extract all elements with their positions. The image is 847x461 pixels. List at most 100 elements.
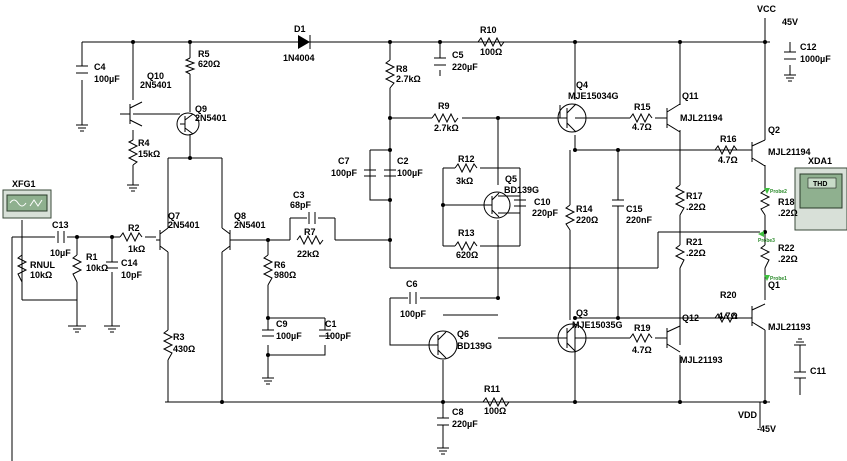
q1-value: MJL21193 [768, 322, 811, 332]
r13-symbol [454, 240, 478, 252]
c15-symbol [612, 199, 624, 222]
d1-diode-symbol [298, 35, 311, 49]
r21-value: .22Ω [686, 248, 706, 258]
vdd-voltage-label: -45V [757, 424, 776, 434]
c5-ref: C5 [452, 50, 464, 60]
r14-ref: R14 [576, 204, 593, 214]
junction-dots [75, 40, 767, 404]
r12-symbol [454, 162, 478, 174]
r15-symbol [629, 112, 653, 124]
c12-ref: C12 [800, 42, 817, 52]
xfg1-function-generator[interactable] [2, 189, 52, 219]
r3-symbol [162, 329, 174, 361]
r19-ref: R19 [634, 323, 651, 333]
r16-value: 4.7Ω [718, 155, 738, 165]
q12-symbol [665, 325, 681, 353]
r21-ref: R21 [686, 237, 703, 247]
d1-value: 1N4004 [283, 53, 315, 63]
q5-symbol [483, 191, 511, 219]
r14-symbol [564, 204, 576, 231]
r19-symbol [629, 332, 653, 344]
q10-value: 2N5401 [140, 80, 172, 90]
q2-value: MJL21194 [768, 147, 811, 157]
c9-symbol [262, 329, 274, 337]
c15-value: 220nF [626, 215, 653, 225]
q1-symbol [740, 303, 766, 331]
r2-symbol [119, 231, 143, 243]
r8-value: 2.7kΩ [396, 74, 421, 84]
r4-symbol [127, 139, 139, 166]
probe1-icon [764, 275, 770, 281]
c6-value: 100pF [400, 309, 427, 319]
probe1-label: Probe1 [770, 276, 787, 282]
r10-value: 100Ω [480, 47, 502, 57]
r16-symbol [714, 144, 738, 156]
r6-symbol [262, 254, 274, 286]
r8-symbol [384, 59, 396, 89]
resistors [16, 36, 771, 408]
c2-value: 100µF [397, 168, 423, 178]
r2-ref: R2 [128, 223, 140, 233]
rnul-ref: RNUL [30, 260, 55, 270]
c7-symbol [364, 150, 376, 200]
c6-ref: C6 [406, 279, 418, 289]
q4-symbol [557, 103, 587, 133]
c10-symbol [514, 199, 526, 207]
r20-symbol [714, 312, 738, 324]
c4-ref: C4 [94, 62, 106, 72]
c10-value: 220pF [532, 208, 559, 218]
r2-value: 1kΩ [128, 244, 145, 254]
r3-value: 430Ω [173, 344, 195, 354]
c8-ref: C8 [452, 407, 464, 417]
rnul-symbol [16, 254, 28, 283]
vdd-label: VDD [738, 410, 758, 420]
xfg1-label: XFG1 [12, 179, 36, 189]
r10-ref: R10 [480, 25, 497, 35]
q3-value: MJE15035G [572, 320, 623, 330]
q12-ref: Q12 [682, 313, 699, 323]
vcc-voltage-label: 45V [782, 17, 798, 27]
c8-symbol [437, 417, 449, 432]
q3-symbol [557, 323, 587, 353]
c1-symbol [319, 329, 331, 337]
q5-value: BD139G [504, 185, 539, 195]
r8-ref: R8 [396, 64, 408, 74]
r15-value: 4.7Ω [632, 122, 652, 132]
r17-symbol [674, 184, 686, 216]
r9-ref: R9 [438, 101, 450, 111]
r20-ref: R20 [720, 290, 737, 300]
r18-symbol [759, 189, 771, 216]
c15-ref: C15 [626, 204, 643, 214]
r22-ref: R22 [778, 243, 795, 253]
q11-symbol [665, 103, 681, 133]
grounds [71, 74, 806, 455]
q4-ref: Q4 [576, 80, 588, 90]
r1-value: 10kΩ [86, 263, 108, 273]
r6-ref: R6 [274, 260, 286, 270]
r9-value: 2.7kΩ [434, 123, 459, 133]
c1-ref: C1 [325, 319, 337, 329]
r5-symbol [184, 57, 196, 75]
q10-ref: Q10 [147, 71, 164, 81]
c4-symbol [76, 65, 88, 74]
c4-value: 100µF [94, 74, 120, 84]
r20-value: 4.7Ω [718, 311, 738, 321]
r11-ref: R11 [484, 384, 500, 394]
c8-value: 220µF [452, 419, 478, 429]
transistors [120, 101, 766, 360]
r6-value: 980Ω [274, 270, 296, 280]
c10-ref: C10 [534, 197, 551, 207]
r7-ref: R7 [304, 227, 316, 237]
q6-value: BD139G [457, 341, 492, 351]
c1-value: 100pF [325, 331, 352, 341]
q8-value: 2N5401 [234, 220, 266, 230]
probe2-icon [764, 188, 770, 194]
c7-value: 100pF [331, 168, 358, 178]
q1-ref: Q1 [768, 280, 780, 290]
wires [11, 18, 801, 461]
xda1-label: XDA1 [808, 156, 832, 166]
r5-value: 620Ω [198, 59, 220, 69]
xda1-distortion-analyzer[interactable] [794, 167, 847, 231]
r3-ref: R3 [173, 332, 185, 342]
